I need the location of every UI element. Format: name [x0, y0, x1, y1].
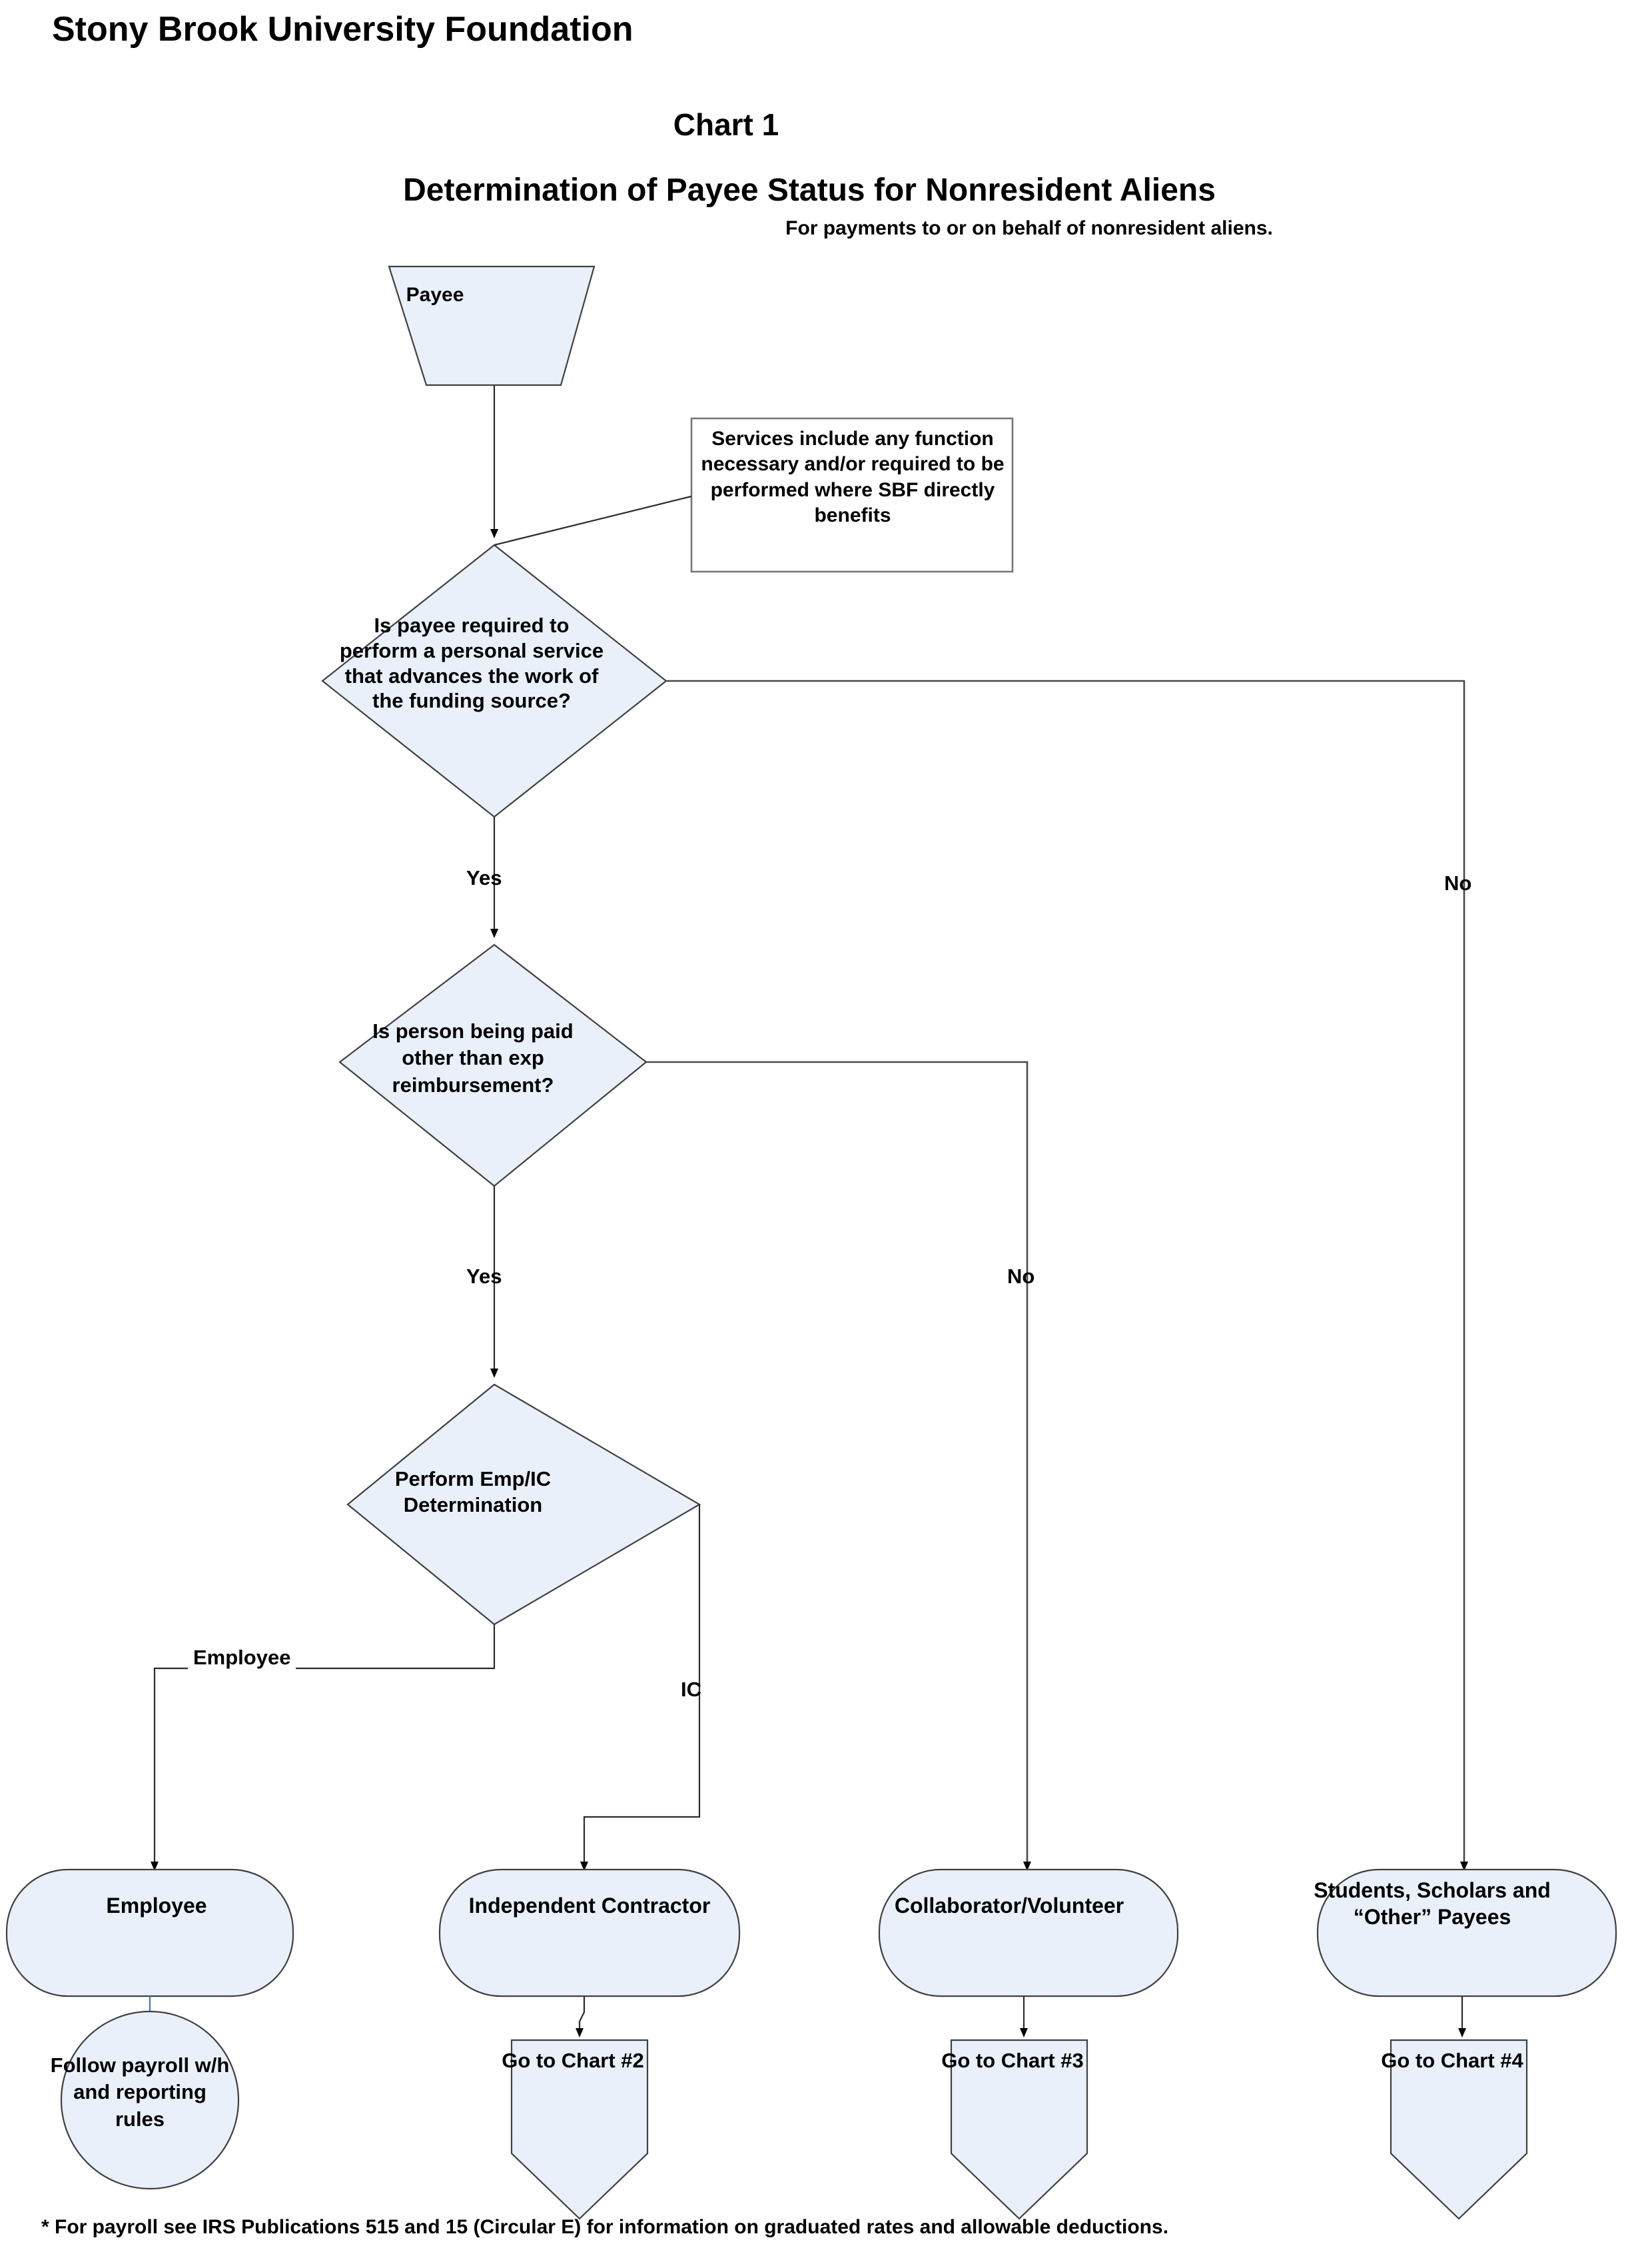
footnote: * For payroll see IRS Publications 515 a…	[41, 2216, 1169, 2238]
node-independent-contractor[interactable]	[438, 1868, 741, 1997]
edge-decision2-no	[646, 1061, 1031, 1871]
node-payee-label: Payee	[406, 284, 464, 306]
node-services-note-label: Services include any function necessary …	[701, 428, 1005, 527]
page-title: Determination of Payee Status for Nonres…	[403, 173, 1216, 208]
node-collaborator-volunteer[interactable]	[878, 1868, 1179, 1997]
node-services-note[interactable]	[690, 417, 1014, 573]
node-independent-contractor-label: Independent Contractor	[468, 1894, 711, 1918]
edge-label-employee: Employee	[188, 1646, 296, 1670]
node-students-label: Students, Scholars and “Other” Payees	[1314, 1878, 1551, 1929]
edge-label-yes-2: Yes	[466, 1265, 502, 1288]
node-payee[interactable]	[388, 265, 596, 386]
edge-label-ic: IC	[681, 1678, 701, 1701]
node-goto-chart3[interactable]	[950, 2039, 1088, 2220]
node-goto-chart2[interactable]	[510, 2039, 649, 2220]
node-goto-chart4-label: Go to Chart #4	[1381, 2049, 1523, 2072]
edge-decision1-no	[666, 680, 1468, 1871]
node-follow-payroll-label: Follow payroll w/h and reporting rules	[50, 2053, 230, 2131]
node-goto-chart2-label: Go to Chart #2	[502, 2049, 644, 2072]
node-decision1-label: Is payee required to perform a personal …	[339, 614, 604, 713]
edge-note-to-decision1	[494, 495, 692, 546]
edge-label-no-1: No	[1444, 871, 1472, 895]
edge-ic-to-chart2	[576, 1996, 586, 2037]
node-goto-chart4[interactable]	[1390, 2039, 1528, 2220]
node-follow-payroll[interactable]	[60, 2010, 240, 2190]
edge-decision3-ic	[580, 1504, 701, 1871]
edge-label-yes-1: Yes	[466, 866, 502, 889]
node-employee[interactable]	[5, 1868, 294, 1997]
node-students-scholars[interactable]	[1316, 1868, 1617, 1997]
organization-title: Stony Brook University Foundation	[52, 10, 633, 49]
chart-number: Chart 1	[673, 107, 779, 142]
node-decision2-label: Is person being paid other than exp reim…	[372, 1019, 574, 1097]
node-collaborator-label: Collaborator/Volunteer	[894, 1894, 1124, 1918]
node-employee-label: Employee	[106, 1894, 207, 1918]
page-subtitle: For payments to or on behalf of nonresid…	[785, 217, 1273, 239]
edge-decision3-employee	[151, 1624, 496, 1871]
node-goto-chart3-label: Go to Chart #3	[941, 2049, 1084, 2072]
edge-label-no-2: No	[1007, 1265, 1035, 1288]
node-decision3-label: Perform Emp/IC Determination	[394, 1467, 552, 1517]
